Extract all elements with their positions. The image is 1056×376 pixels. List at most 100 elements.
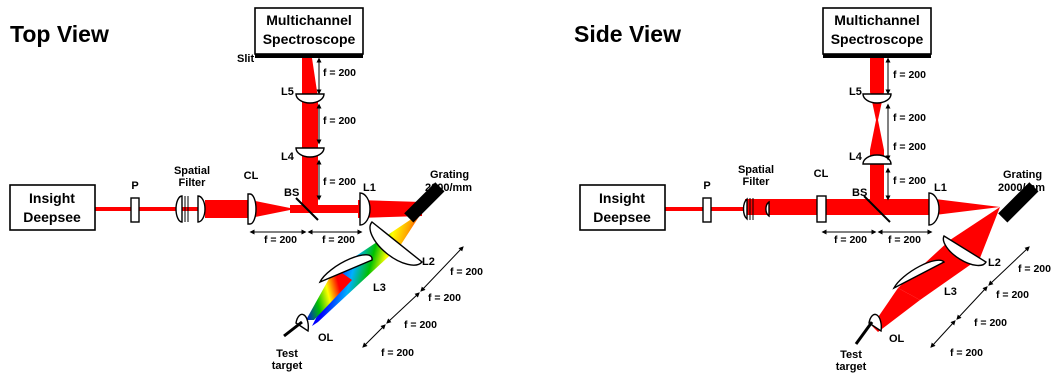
side-bs-label: BS [852,187,867,199]
focal-l5-slit: f = 200 [323,67,356,79]
side-focal-grating-l2: f = 200 [1018,263,1051,275]
laser-box [9,184,96,231]
spatial-filter-label-line2: Filter [179,177,207,189]
side-focal-l4-bs: f = 200 [893,175,926,187]
side-cl-label: CL [814,168,829,180]
side-grating [998,182,1039,223]
slit-label: Slit [237,53,254,65]
side-focal-l3-mid: f = 200 [974,317,1007,329]
lens-l3 [318,254,373,284]
side-lens-l4 [862,154,892,165]
grating-label-line2: 2000/mm [425,182,472,194]
side-polarizer-label: P [703,180,710,192]
side-grating-to-l2 [950,207,1000,258]
beam-bs-l1 [290,205,360,213]
side-test-target-label-line1: Test [840,349,862,361]
focal-bs-l4: f = 200 [323,176,356,188]
focal-grating-l2: f = 200 [450,266,483,278]
focal-l4-l5: f = 200 [323,115,356,127]
lens-l5 [295,93,325,104]
test-target-label-line1: Test [276,348,298,360]
dispersed-spectrum [312,212,422,326]
side-lens-l1 [928,192,940,226]
side-grating-label-line2: 2000/mm [998,182,1045,194]
side-lens-l2 [942,235,987,267]
focal-l2-l3: f = 200 [428,292,461,304]
lens-l1 [359,192,371,226]
ol-label: OL [318,332,334,344]
side-lens-l5 [862,93,892,104]
vertical-return-beam [302,58,318,206]
side-spectroscope-label-line2: Spectroscope [831,31,924,47]
side-objective-lens [868,313,882,333]
side-l3-label: L3 [944,286,957,298]
side-focal-l5-slit: f = 200 [893,69,926,81]
l4-label: L4 [281,151,295,163]
side-vertical-beam [870,58,884,200]
side-lens-l3 [892,259,946,290]
side-spatial-filter-label-line1: Spatial [738,164,774,176]
side-laser-label-line2: Deepsee [593,209,651,225]
side-expanded-beam [745,199,935,215]
l2-label: L2 [422,256,435,268]
side-test-target [854,321,874,345]
side-ol-label: OL [889,333,905,345]
side-focal-l2-l3: f = 200 [996,289,1029,301]
focal-arrows-diagonal [362,246,464,348]
side-test-target-label-line2: target [836,361,867,373]
bs-label: BS [284,187,299,199]
l3-label: L3 [373,282,386,294]
focal-l3-ol: f = 200 [381,347,414,359]
side-laser-box [579,184,666,231]
side-l3-to-ol [872,288,920,332]
laser-label-line2: Deepsee [23,209,81,225]
side-beam-splitter [863,195,891,223]
test-target [283,320,303,338]
side-view-panel: Side View Insight Deepsee P Spatial Filt… [574,7,1051,373]
cl-label: CL [244,170,259,182]
side-l4-label: L4 [849,151,863,163]
side-focal-bs-l1: f = 200 [888,234,921,246]
l5-label: L5 [281,86,294,98]
side-l1-label: L1 [934,182,947,194]
side-laser-label-line1: Insight [599,190,645,206]
laser-label-line1: Insight [29,190,75,206]
top-view-title: Top View [10,21,109,47]
side-focal-mid-l4: f = 200 [893,141,926,153]
spectroscope-label-line2: Spectroscope [263,31,356,47]
side-l2-label: L2 [988,257,1001,269]
side-spectroscope-label-line1: Multichannel [834,12,920,28]
side-l5-label: L5 [849,86,862,98]
focused-spectrum [306,268,352,320]
polarizer-label: P [131,180,138,192]
focal-l3-mid: f = 200 [404,319,437,331]
side-spatial-filter-label-line2: Filter [743,176,771,188]
side-view-title: Side View [574,21,681,47]
side-focal-l5-mid: f = 200 [893,112,926,124]
l1-label: L1 [363,182,376,194]
lens-l4 [295,147,325,158]
side-focal-arrows-diagonal [930,246,1030,348]
lens-l2 [369,221,424,266]
top-view-panel: Top View Insight Deepsee P Spatial Filte… [9,7,483,372]
grating [404,182,445,223]
grating-label-line1: Grating [430,169,469,181]
side-polarizer [702,197,712,223]
spatial-filter [175,195,206,223]
spatial-filter-label-line1: Spatial [174,165,210,177]
polarizer [130,197,140,223]
side-focal-l3-ol: f = 200 [950,347,983,359]
side-focal-cl-bs: f = 200 [834,234,867,246]
beam-splitter [295,197,319,221]
side-spectroscope-box [822,7,932,55]
spectroscope-label-line1: Multichannel [266,12,352,28]
focal-cl-bs: f = 200 [264,234,297,246]
cylindrical-lens [247,193,257,225]
side-spatial-filter [742,197,770,221]
side-focus-to-grating [935,199,1000,215]
test-target-label-line2: target [272,360,303,372]
side-grating-label-line1: Grating [1003,169,1042,181]
side-cylindrical-lens [816,195,827,223]
focal-bs-l1: f = 200 [322,234,355,246]
